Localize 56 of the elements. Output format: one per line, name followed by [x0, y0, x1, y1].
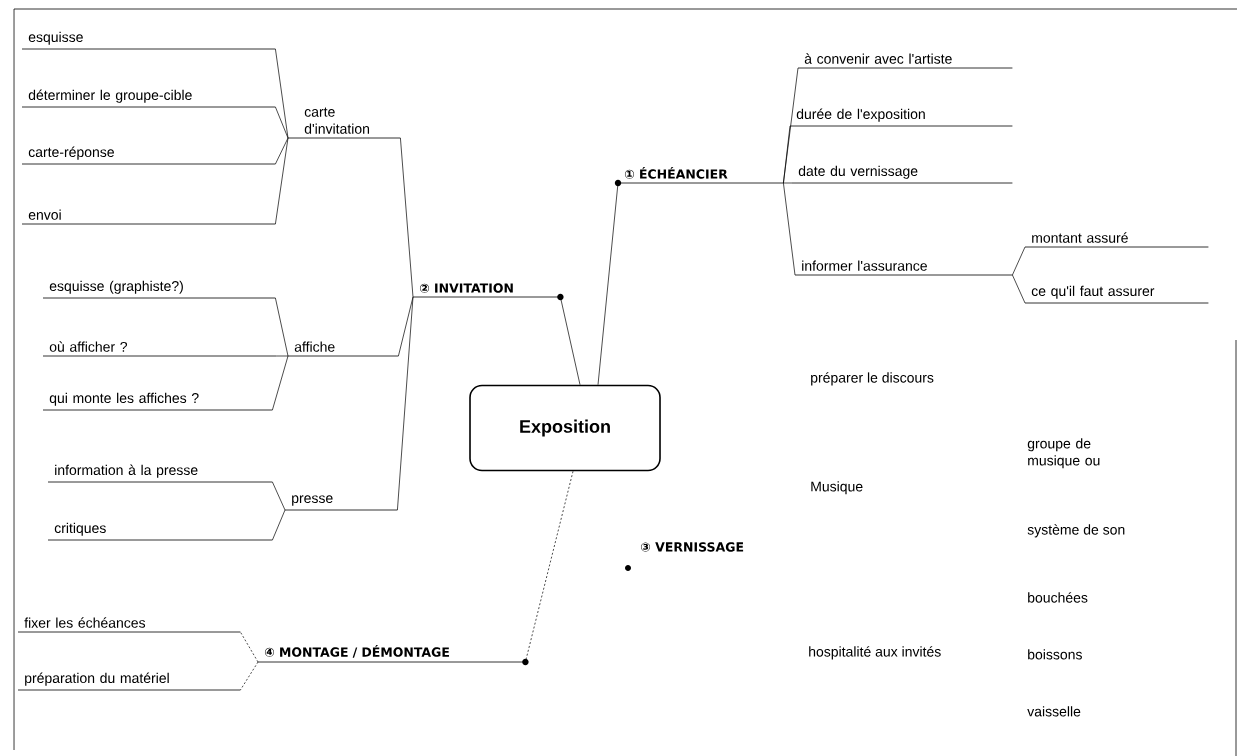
topic-label: système de son — [1027, 524, 1125, 538]
subtopic: à convenir avec l'artiste — [797, 53, 1013, 69]
branch-line — [275, 106, 289, 139]
branch-line — [275, 48, 289, 139]
subtopic: préparation du matériel — [17, 672, 241, 691]
branch-line — [783, 182, 793, 184]
subtopic: carte-réponse — [21, 146, 276, 165]
branch-line — [397, 296, 414, 511]
branch-topic: ② INVITATION — [412, 283, 564, 301]
branch-topic: ① ÉCHÉANCIER — [614, 167, 784, 187]
central-topic-box: Exposition — [469, 384, 661, 472]
subtopic: esquisse — [21, 31, 276, 50]
subtopic: durée de l'exposition — [789, 108, 1013, 127]
branch-line — [275, 297, 289, 357]
subtopic: montant assuré — [1024, 232, 1209, 248]
branch-line — [272, 355, 289, 411]
topic-label: hospitalité aux invités — [809, 646, 941, 660]
node-label: ② INVITATION — [419, 283, 513, 293]
subtopic: critiques — [47, 522, 273, 541]
branch-line — [597, 182, 619, 386]
topic-label: Musique — [811, 481, 863, 495]
node-label: ① ÉCHÉANCIER — [624, 167, 728, 179]
subtopic: date du vernissage — [791, 165, 1013, 184]
subtopic: information à la presse — [47, 464, 273, 483]
subtopic: où afficher ? — [42, 341, 277, 357]
branch-line — [276, 355, 289, 357]
subtopic: envoi — [21, 209, 276, 225]
branch-line — [783, 125, 791, 184]
branch-line — [272, 481, 286, 511]
subtopic: qui monte les affiches ? — [42, 392, 273, 411]
branch-line — [240, 661, 259, 691]
topic-label: bouchées — [1028, 592, 1088, 603]
subtopic: informer l'assurance — [794, 260, 1013, 276]
topic-label: vaisselle — [1027, 706, 1081, 717]
branch-line — [240, 631, 259, 663]
topic-label: boissons — [1028, 649, 1082, 660]
subtopic: affiche — [287, 341, 399, 357]
branch-line — [272, 509, 286, 541]
topic-label: groupe de musique ou — [1027, 438, 1100, 469]
subtopic: déterminer le groupe-cible — [21, 89, 276, 108]
branch-line — [275, 137, 289, 165]
subtopic: esquisse (graphiste?) — [42, 280, 276, 299]
node-label: ④ MONTAGE / DÉMONTAGE — [264, 645, 449, 658]
branch-line — [400, 137, 414, 298]
branch-line — [275, 137, 289, 225]
subtopic: presse — [284, 495, 398, 511]
branch-line — [1012, 246, 1026, 276]
branch-line — [560, 296, 581, 386]
branch-topic: ④ MONTAGE / DÉMONTAGE — [257, 645, 529, 666]
branch-line — [783, 182, 796, 276]
subtopic: ce qu'il faut assurer — [1024, 285, 1209, 304]
branch-line — [1012, 274, 1026, 304]
topic-label: ③ VERNISSAGE — [640, 542, 744, 552]
subtopic: fixer les échéances — [17, 617, 241, 633]
subtopic: carte d'invitation — [287, 107, 401, 139]
topic-label: préparer le discours — [811, 372, 934, 386]
